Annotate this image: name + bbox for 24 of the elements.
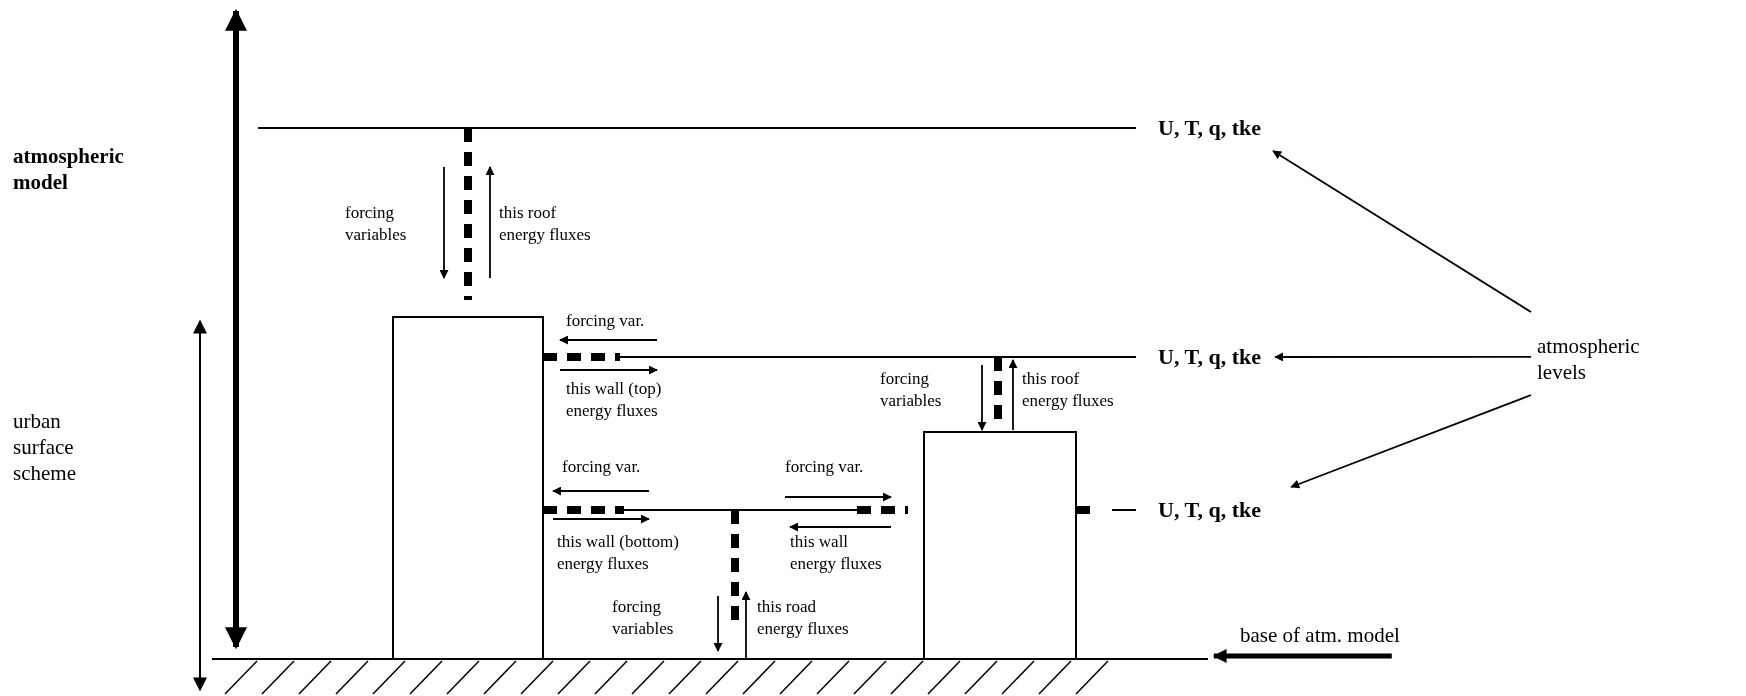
variable-label: U, T, q, tke <box>1158 344 1262 370</box>
annotation-text: forcing var. <box>562 456 641 478</box>
annotation-text: this roof energy fluxes <box>499 202 592 246</box>
annotation-text: base of atm. model <box>1240 622 1400 648</box>
annotation-text: atmospheric model <box>13 143 125 195</box>
annotation-text: this road energy fluxes <box>757 596 850 640</box>
annotation-text: forcing var. <box>785 456 864 478</box>
annotation-text: urban surface scheme <box>13 408 77 486</box>
annotation-text: forcing variables <box>345 202 408 246</box>
annotation-text: atmospheric levels <box>1537 333 1647 385</box>
variable-label: U, T, q, tke <box>1158 115 1262 141</box>
variable-label: U, T, q, tke <box>1158 497 1262 523</box>
annotation-text: forcing var. <box>566 310 645 332</box>
annotation-text: forcing variables <box>612 596 675 640</box>
hatched-ground-surface <box>211 658 1209 695</box>
arrow <box>1290 394 1532 489</box>
arrow <box>1272 150 1532 313</box>
annotation-text: this wall energy fluxes <box>790 531 883 575</box>
arrow <box>1274 352 1532 362</box>
annotation-text: this wall (bottom) energy fluxes <box>557 531 680 575</box>
arrow <box>1212 649 1392 663</box>
annotation-text: forcing variables <box>880 368 943 412</box>
annotation-text: this wall (top) energy fluxes <box>566 378 663 422</box>
annotation-text: this roof energy fluxes <box>1022 368 1115 412</box>
